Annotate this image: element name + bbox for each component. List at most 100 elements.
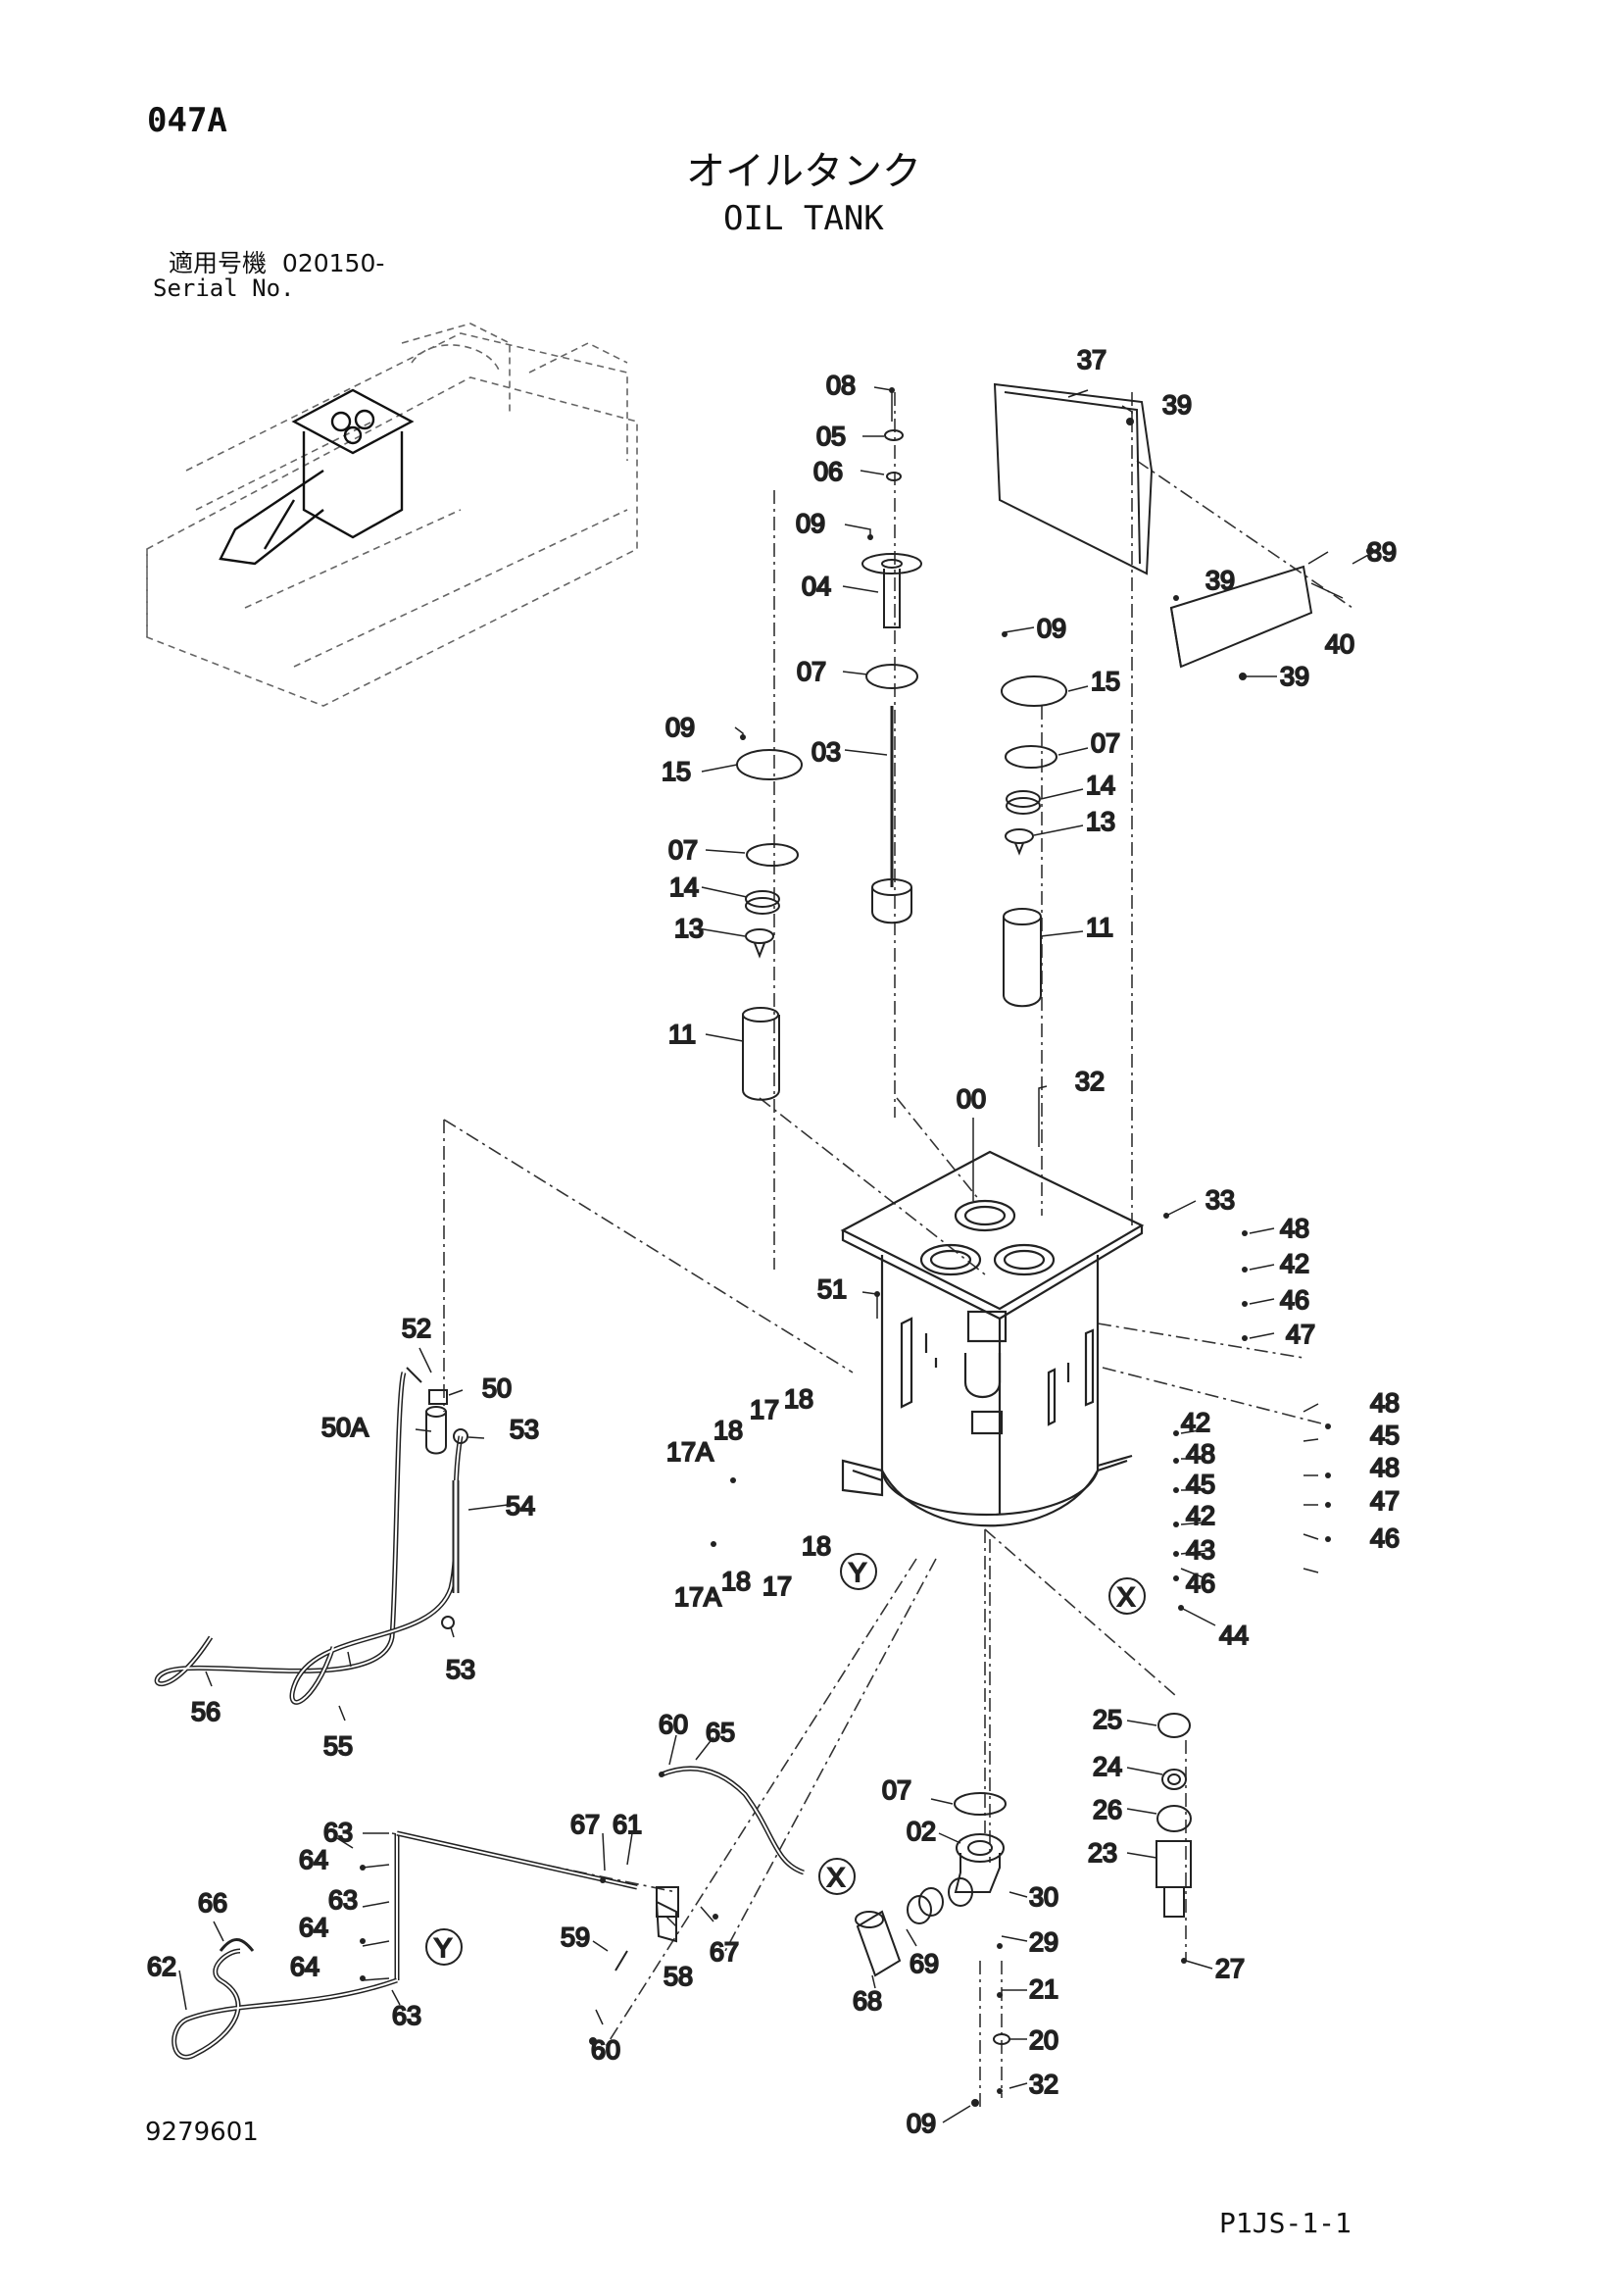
callout-37: 37 — [1077, 345, 1107, 374]
callout-03: 03 — [812, 737, 841, 767]
callout-25: 25 — [1093, 1705, 1122, 1734]
callout-47-b: 47 — [1370, 1486, 1400, 1516]
leader-lines — [391, 392, 1353, 2108]
ref-x-tank-label: X — [1117, 1582, 1135, 1612]
left-filter-stack — [736, 749, 803, 1101]
callout-09-left: 09 — [665, 713, 695, 742]
callout-11-right: 11 — [1086, 913, 1113, 942]
ref-y-pipe-label: Y — [434, 1933, 452, 1963]
callout-50A: 50A — [321, 1413, 369, 1442]
level-gauge-assembly — [861, 429, 922, 924]
callout-69: 69 — [910, 1949, 939, 1978]
callout-42-b: 42 — [1181, 1408, 1210, 1437]
callout-18-d: 18 — [721, 1567, 751, 1596]
callout-07-right: 07 — [1091, 728, 1120, 758]
callout-33: 33 — [1205, 1185, 1235, 1215]
oil-tank-body — [840, 1150, 1145, 1527]
callout-27: 27 — [1215, 1954, 1245, 1983]
callout-63-a: 63 — [323, 1818, 353, 1847]
callout-09-top: 09 — [796, 509, 825, 538]
callout-48-b: 48 — [1370, 1388, 1400, 1418]
ref-y-tank — [840, 1553, 877, 1590]
fastener-dots — [360, 387, 1374, 2107]
drawing-number: 9279601 — [145, 2118, 259, 2147]
callout-48-c: 48 — [1370, 1453, 1400, 1482]
serial-label-english: Serial No. — [153, 275, 295, 302]
callout-11-left: 11 — [668, 1020, 696, 1049]
callout-44: 44 — [1219, 1621, 1249, 1650]
callout-30: 30 — [1029, 1882, 1058, 1912]
callout-62: 62 — [147, 1952, 176, 1981]
callout-05: 05 — [816, 422, 846, 451]
callout-64-a: 64 — [299, 1845, 328, 1874]
callout-61: 61 — [613, 1810, 642, 1839]
ref-x-tank — [1108, 1577, 1146, 1615]
callout-45-b: 45 — [1186, 1470, 1215, 1499]
callout-65: 65 — [706, 1718, 735, 1747]
callout-32-top: 32 — [1075, 1067, 1105, 1096]
callout-46-c: 46 — [1186, 1569, 1215, 1598]
callout-64-b: 64 — [299, 1913, 328, 1942]
sheet-code: P1JS-1-1 — [1219, 2207, 1352, 2239]
ref-y-pipe — [425, 1928, 463, 1966]
callout-58: 58 — [664, 1962, 693, 1991]
callout-18-c: 18 — [802, 1531, 831, 1561]
ref-x-pipe — [818, 1858, 856, 1895]
callout-54: 54 — [506, 1491, 535, 1521]
ref-y-tank-label: Y — [849, 1558, 866, 1587]
callout-59: 59 — [561, 1922, 590, 1952]
callout-55: 55 — [323, 1731, 353, 1761]
callout-39-a: 39 — [1162, 390, 1192, 420]
callout-14-left: 14 — [669, 873, 699, 902]
callout-60-b: 60 — [591, 2035, 620, 2065]
callout-40: 40 — [1325, 629, 1354, 659]
right-filter-stack — [1001, 675, 1067, 1008]
serial-label-japanese: 適用号機 020150- — [169, 251, 384, 275]
callout-48-d: 48 — [1186, 1439, 1215, 1469]
callout-07-left: 07 — [668, 835, 698, 865]
callout-39-c: 39 — [1205, 566, 1235, 595]
callout-67-a: 67 — [570, 1810, 600, 1839]
callout-26: 26 — [1093, 1795, 1122, 1824]
bracket-40 — [1169, 565, 1313, 669]
callout-60-a: 60 — [659, 1710, 688, 1739]
cover-plate-37 — [993, 382, 1154, 575]
callout-43: 43 — [1186, 1535, 1215, 1565]
ref-x-pipe-label: X — [827, 1863, 845, 1892]
serial-label-jp-text: 適用号機 — [169, 249, 268, 277]
bottom-valve-assembly — [855, 1792, 1010, 2045]
callout-17-b: 17 — [762, 1572, 792, 1601]
callout-67-b: 67 — [710, 1937, 739, 1967]
callout-20: 20 — [1029, 2025, 1058, 2055]
callout-66: 66 — [198, 1888, 227, 1918]
callout-09-right: 09 — [1037, 614, 1066, 643]
callout-09-bottom: 09 — [907, 2109, 936, 2138]
breather-assembly — [1156, 1713, 1192, 1918]
lower-pipe-group — [172, 1766, 805, 2060]
callout-17A-b: 17A — [674, 1582, 721, 1612]
callout-13-right: 13 — [1086, 807, 1115, 836]
callout-42-c: 42 — [1186, 1501, 1215, 1530]
machine-location-thumbnail — [146, 323, 638, 707]
callout-15-left: 15 — [662, 757, 691, 786]
callout-00: 00 — [957, 1084, 986, 1114]
callout-02: 02 — [907, 1817, 936, 1846]
callout-39-d: 39 — [1280, 662, 1309, 691]
callout-18-a: 18 — [784, 1384, 813, 1414]
callout-53-b: 53 — [446, 1655, 475, 1684]
callout-52: 52 — [402, 1314, 431, 1343]
callout-47-a: 47 — [1286, 1320, 1315, 1349]
left-hose-group — [154, 1367, 468, 1705]
callout-08: 08 — [826, 371, 856, 400]
callout-15-right: 15 — [1091, 667, 1120, 696]
title-english: OIL TANK — [723, 199, 884, 238]
callout-53-a: 53 — [510, 1415, 539, 1444]
callout-46-a: 46 — [1280, 1285, 1309, 1315]
callout-stubs — [178, 386, 1371, 2123]
part-callouts: 08 05 06 09 04 07 03 09 37 39 39 39 40 3… — [146, 344, 1401, 2139]
callout-18-b: 18 — [713, 1416, 743, 1445]
thumbnail-tank-highlight — [219, 388, 415, 566]
callout-63-c: 63 — [392, 2001, 421, 2030]
callout-06: 06 — [813, 457, 843, 486]
